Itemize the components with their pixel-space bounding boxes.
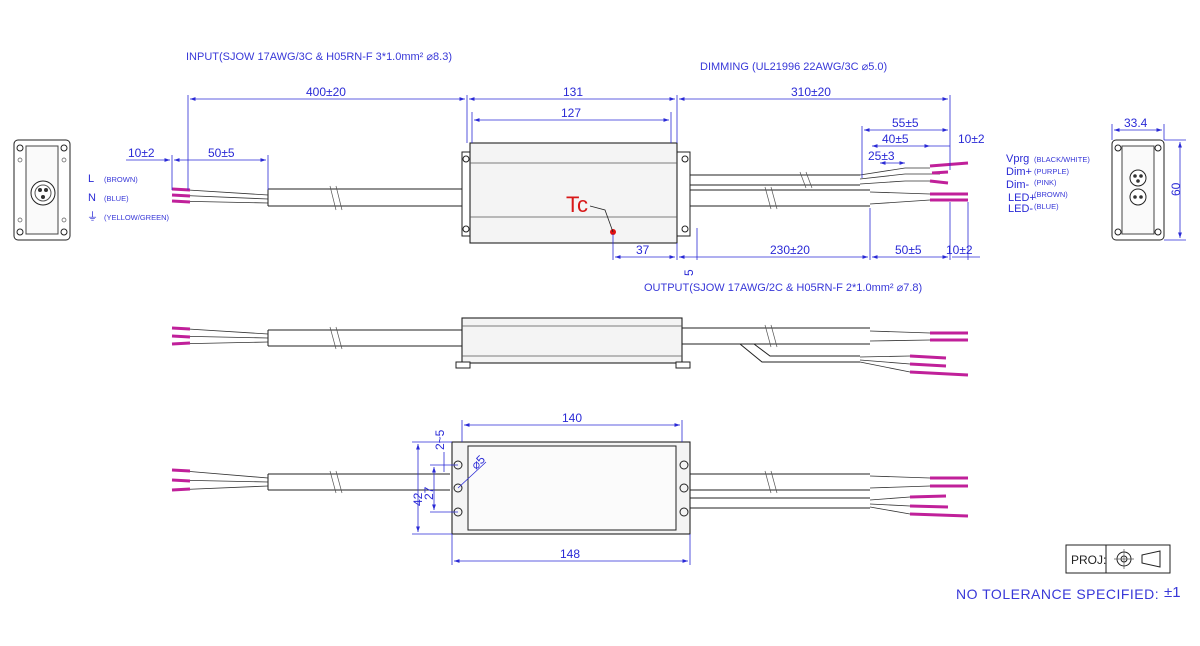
dim-output-strip-50: 50±5 — [895, 243, 922, 257]
dim-strip-25: 25±3 — [868, 149, 895, 163]
output-wire-legend: Vprg (BLACK/WHITE) Dim+ (PURPLE) Dim- (P… — [1006, 153, 1090, 215]
bottom-view — [171, 441, 969, 535]
wire-vprg-label: Vprg — [1006, 153, 1029, 165]
dim-end-width: 33.4 — [1124, 116, 1148, 130]
dim-strip-55: 55±5 — [892, 116, 919, 130]
wire-ledplus-label: LED+ — [1008, 192, 1036, 204]
ground-icon: ⏚ — [87, 210, 98, 223]
wire-n-color: (BLUE) — [104, 194, 129, 203]
dim-strip-40: 40±5 — [882, 132, 909, 146]
dim-input-length: 400±20 — [306, 85, 346, 99]
wire-ledplus-color: (BROWN) — [1034, 190, 1068, 199]
wire-vprg-color: (BLACK/WHITE) — [1034, 155, 1090, 164]
left-end-view — [13, 139, 71, 241]
side-view — [171, 317, 969, 377]
dim-tc-37: 37 — [636, 243, 650, 257]
dimming-cable-note: DIMMING (UL21996 22AWG/3C ⌀5.0) — [700, 61, 887, 73]
dim-output-strip-10: 10±2 — [946, 243, 973, 257]
tc-label: Tc — [566, 192, 588, 217]
wire-dimplus-color: (PURPLE) — [1034, 167, 1070, 176]
wire-ledminus-color: (BLUE) — [1034, 202, 1059, 211]
dim-hole-2-5: 2~5 — [433, 429, 447, 450]
wire-dimminus-label: Dim- — [1006, 179, 1030, 191]
wire-ledminus-label: LED- — [1008, 203, 1033, 215]
right-end-view: 33.4 60 — [1111, 116, 1186, 241]
proj-label: PROJ: — [1071, 553, 1106, 567]
wire-dimminus-color: (PINK) — [1034, 178, 1057, 187]
input-cable-note: INPUT(SJOW 17AWG/3C & H05RN-F 3*1.0mm² ⌀… — [186, 51, 452, 63]
dim-output-length: 230±20 — [770, 243, 810, 257]
dim-case-131: 131 — [563, 85, 583, 99]
projection-symbol: PROJ: — [1065, 544, 1171, 574]
dim-strip-10-top: 10±2 — [958, 132, 985, 146]
wire-l-label: L — [88, 173, 94, 185]
dim-bottom-148: 148 — [560, 547, 580, 561]
output-cable-note: OUTPUT(SJOW 17AWG/2C & H05RN-F 2*1.0mm² … — [644, 282, 922, 294]
wire-ground-color: (YELLOW/GREEN) — [104, 213, 170, 222]
input-wire-legend: L (BROWN) N (BLUE) ⏚ (YELLOW/GREEN) — [87, 173, 170, 223]
bottom-dimensions: 140 148 42 27 2~5 ⌀5 — [411, 411, 691, 565]
top-view: Tc — [171, 142, 969, 244]
wire-dimplus-label: Dim+ — [1006, 166, 1032, 178]
dim-case-127: 127 — [561, 106, 581, 120]
wire-n-label: N — [88, 192, 96, 204]
dim-end-height: 60 — [1169, 182, 1183, 196]
dim-hole-27: 27 — [422, 486, 436, 500]
tolerance-value: ±1 — [1164, 584, 1181, 601]
wire-l-color: (BROWN) — [104, 175, 138, 184]
tolerance-note: NO TOLERANCE SPECIFIED: — [956, 586, 1159, 602]
dim-input-strip-50: 50±5 — [208, 146, 235, 160]
dim-hole-42: 42 — [411, 492, 425, 506]
dim-input-strip-10: 10±2 — [128, 146, 155, 160]
top-dimensions: 400±20 131 127 310±20 55±5 40±5 25±3 10±… — [126, 85, 985, 276]
dim-dimming-length: 310±20 — [791, 85, 831, 99]
dim-tc-5: 5 — [682, 269, 696, 276]
dim-top-140: 140 — [562, 411, 582, 425]
